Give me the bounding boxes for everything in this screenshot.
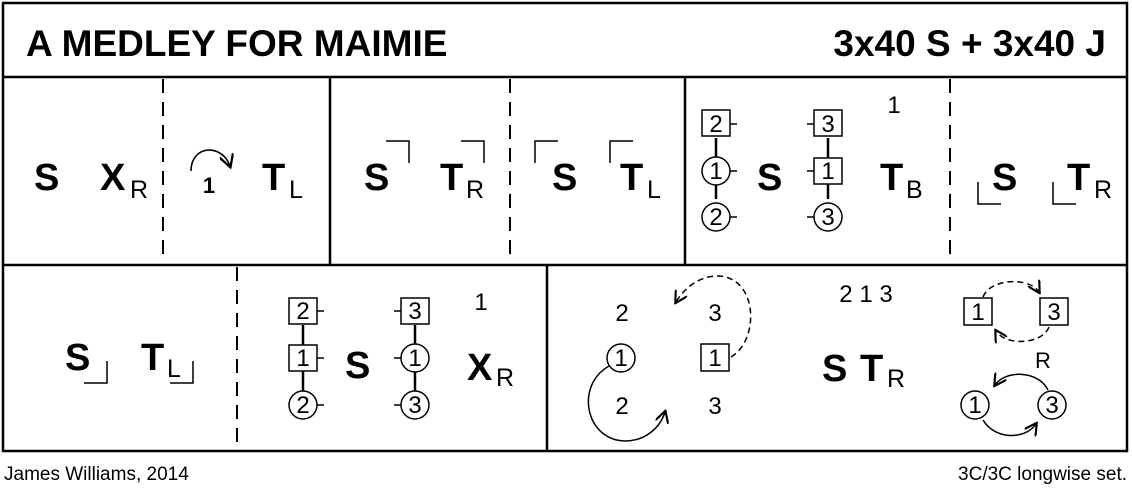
svg-text:1: 1 <box>821 158 834 185</box>
figure-setting: S <box>552 157 577 199</box>
svg-text:1: 1 <box>709 158 722 185</box>
cell-bars-1-2: S X R <box>34 157 148 204</box>
dashed-arrow-icon <box>676 275 752 358</box>
svg-text:1: 1 <box>708 345 721 372</box>
woman-circle <box>1037 390 1067 420</box>
corner-bottom-right-icon <box>170 361 194 384</box>
set-description: 3C/3C longwise set. <box>958 464 1127 485</box>
figure-setting: S <box>757 157 782 199</box>
svg-text:3: 3 <box>408 298 421 325</box>
svg-text:3: 3 <box>1045 392 1058 419</box>
figure-cross: X <box>467 347 493 389</box>
man-box <box>400 297 430 325</box>
dashed-arrow-icon <box>996 326 1050 341</box>
cell-bars-9-12 <box>701 109 843 232</box>
svg-text:2: 2 <box>709 111 722 138</box>
figure-turn: T <box>880 157 903 199</box>
figure-turn: T <box>440 157 463 199</box>
cell-bars-13-16: S T R <box>977 157 1112 205</box>
dancer-label: 1 <box>887 92 900 119</box>
figure-setting: S <box>34 157 59 199</box>
dancer-label: 1 <box>474 289 487 316</box>
cell-bars-17-20: S T L <box>65 337 194 384</box>
svg-text:1: 1 <box>971 299 984 326</box>
cell-bars-7-8: S T L <box>534 140 661 204</box>
man-box <box>963 297 993 326</box>
woman-circle <box>960 390 990 420</box>
dancer-number: 1 <box>203 173 215 198</box>
figure-turn: T <box>1067 157 1090 199</box>
corner-top-right-icon <box>386 140 410 163</box>
subscript: R <box>466 176 484 204</box>
svg-text:2: 2 <box>296 298 309 325</box>
figure-setting: S <box>822 348 847 390</box>
corner-bottom-left-icon <box>977 182 1001 205</box>
man-box <box>288 297 318 325</box>
svg-text:1: 1 <box>408 345 421 372</box>
order-label: 2 1 3 <box>839 281 892 308</box>
figure-setting: S <box>992 157 1017 199</box>
dashed-dividers <box>162 79 951 449</box>
curved-arrow-icon <box>982 419 1036 436</box>
svg-text:2: 2 <box>709 204 722 231</box>
cell-bars-5-6: S T R <box>364 140 485 204</box>
dance-formation: 3x40 S + 3x40 J <box>833 23 1106 64</box>
man-box <box>1039 297 1069 326</box>
outer-frame <box>1 1 1129 453</box>
figure-setting: S <box>364 157 389 199</box>
figure-setting: S <box>65 337 90 379</box>
svg-text:3: 3 <box>821 204 834 231</box>
svg-text:1: 1 <box>296 345 309 372</box>
svg-text:1: 1 <box>968 392 981 419</box>
svg-text:3: 3 <box>708 300 721 327</box>
curved-arrow-icon <box>587 365 665 442</box>
subscript: L <box>647 176 661 204</box>
cell-bars-25-28: 2 3 1 1 2 3 <box>587 275 752 442</box>
cell-bars-29-32: 2 1 3 S T R 1 3 R 1 3 <box>822 281 1069 436</box>
svg-text:2: 2 <box>296 392 309 419</box>
svg-text:3: 3 <box>408 392 421 419</box>
subscript: L <box>289 176 303 204</box>
grid-lines <box>1 1 1129 453</box>
man-box <box>700 343 730 372</box>
dance-title: A MEDLEY FOR MAIMIE <box>26 23 447 64</box>
figure-cross: X <box>100 157 126 199</box>
svg-text:3: 3 <box>708 393 721 420</box>
cell-bars-21-24-text: 2 1 2 S 3 1 3 1 X R <box>296 289 514 419</box>
man-box <box>813 109 843 137</box>
corner-top-right-icon <box>461 140 485 163</box>
corner-top-left-icon <box>534 140 558 163</box>
corner-top-left-icon <box>609 140 633 163</box>
clockwise-arrow-icon <box>190 149 230 172</box>
svg-text:2: 2 <box>615 300 628 327</box>
svg-text:3: 3 <box>1047 299 1060 326</box>
corner-bottom-right-icon <box>84 361 108 384</box>
figure-setting: S <box>345 345 370 387</box>
figure-turn: T <box>141 337 164 379</box>
cell-bars-9-12-text: 2 1 2 S 3 1 3 1 T B <box>709 92 922 231</box>
subscript: R <box>496 364 514 392</box>
corner-bottom-left-icon <box>1052 182 1076 205</box>
figure-turn: T <box>860 348 883 390</box>
man-box <box>701 109 731 137</box>
figure-turn: T <box>262 157 285 199</box>
subscript: R <box>1094 176 1112 204</box>
dashed-arrow-icon <box>982 282 1039 298</box>
subscript: B <box>906 176 923 204</box>
woman-circle <box>606 343 636 373</box>
cell-bars-21-24 <box>288 297 430 420</box>
curved-arrow-icon <box>995 374 1049 391</box>
svg-text:1: 1 <box>614 345 627 372</box>
man-box <box>288 344 318 372</box>
figure-turn: T <box>620 157 643 199</box>
direction-label: R <box>1035 348 1051 373</box>
svg-text:2: 2 <box>615 393 628 420</box>
cell-bars-3-4: 1 T L <box>190 149 303 204</box>
subscript: L <box>167 355 181 383</box>
author-credit: James Williams, 2014 <box>4 464 189 485</box>
subscript: R <box>130 176 148 204</box>
svg-text:3: 3 <box>821 111 834 138</box>
subscript: R <box>887 365 905 393</box>
